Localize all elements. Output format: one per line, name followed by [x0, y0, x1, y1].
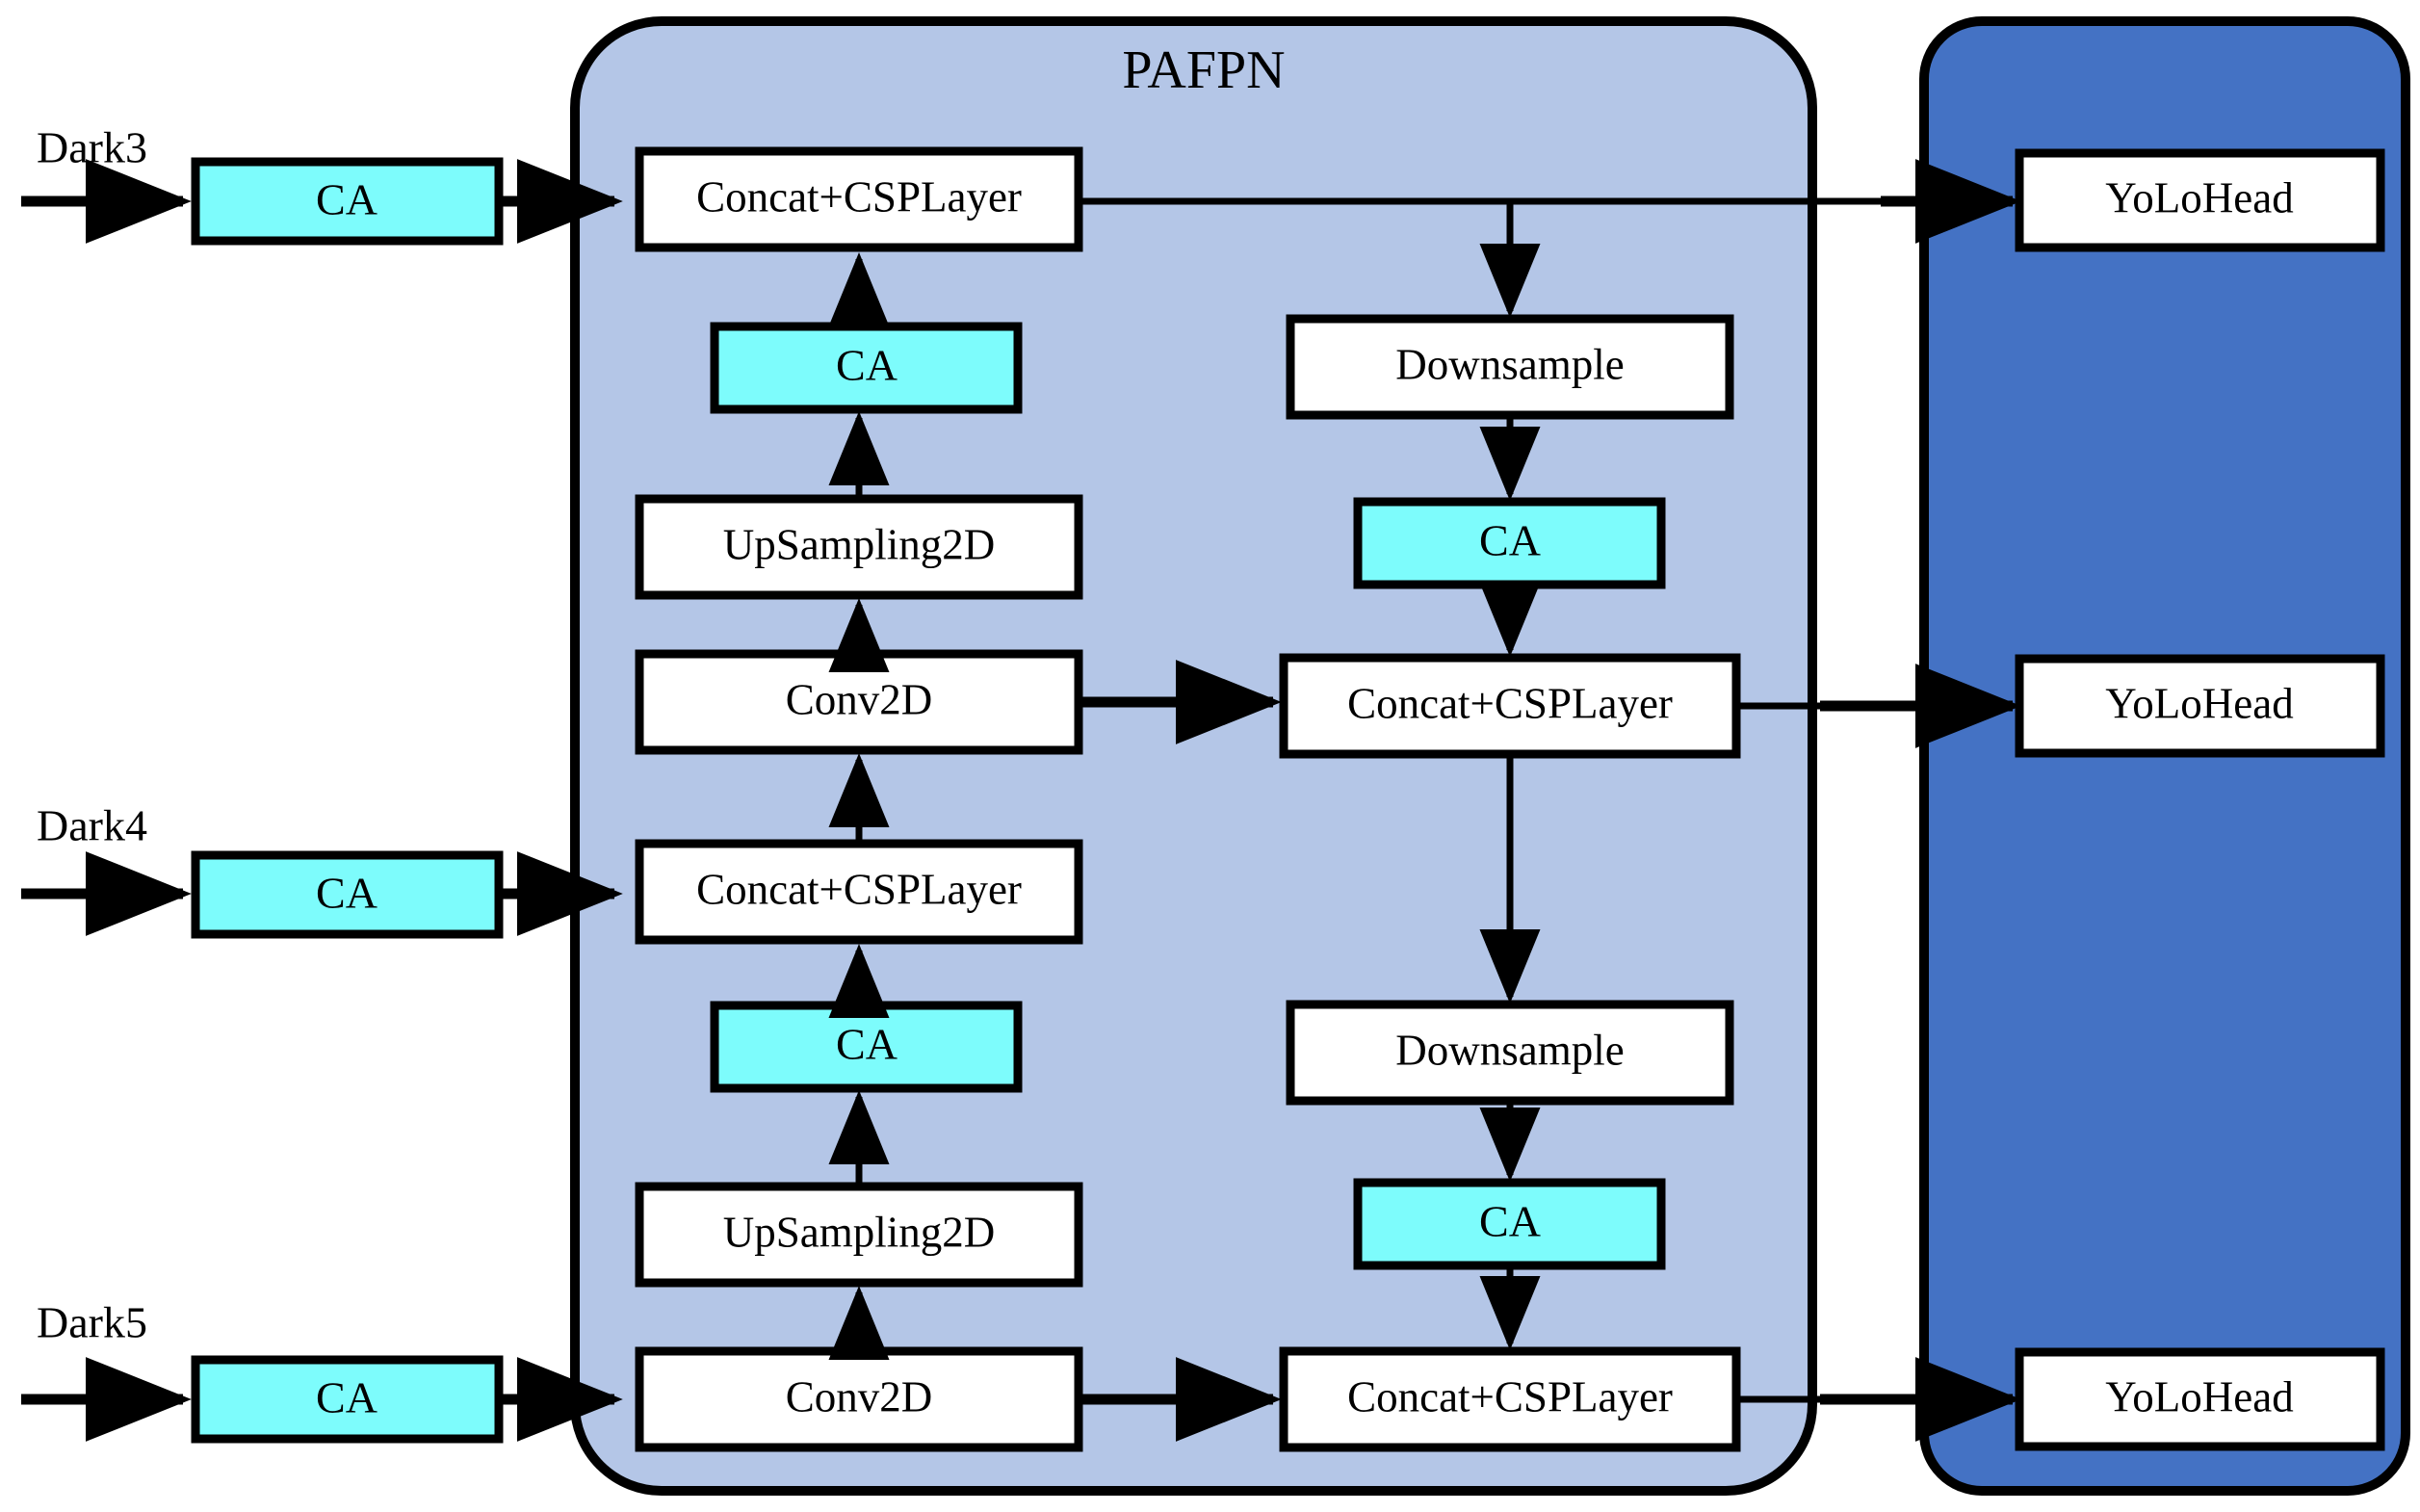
node-label-upsampling2d-lower: UpSampling2D	[723, 1208, 996, 1256]
node-label-conv2d-upper: Conv2D	[786, 675, 933, 723]
node-label-conv2d-lower: Conv2D	[786, 1372, 933, 1421]
node-ca-lower-right[interactable]: CA	[1353, 1178, 1666, 1270]
node-label-downsample-lower: Downsample	[1395, 1026, 1624, 1074]
input-ca-label-dark3: CA	[316, 175, 377, 224]
node-upsampling2d-upper[interactable]: UpSampling2D	[635, 494, 1083, 600]
node-ca-upper-left[interactable]: CA	[710, 322, 1023, 414]
node-label-ca-lower-right: CA	[1479, 1197, 1541, 1246]
node-concat-csplayer-right-upper[interactable]: Concat+CSPLayer	[1279, 653, 1741, 759]
node-concat-csplayer-top[interactable]: Concat+CSPLayer	[635, 146, 1083, 252]
node-downsample-upper[interactable]: Downsample	[1286, 314, 1734, 420]
input-ca-block-dark5[interactable]: CA	[191, 1355, 504, 1444]
node-label-ca-upper-right: CA	[1479, 516, 1541, 565]
node-concat-csplayer-middle[interactable]: Concat+CSPLayer	[635, 839, 1083, 945]
node-label-concat-csplayer-middle: Concat+CSPLayer	[696, 865, 1022, 913]
node-upsampling2d-lower[interactable]: UpSampling2D	[635, 1182, 1083, 1288]
node-conv2d-lower[interactable]: Conv2D	[635, 1346, 1083, 1452]
node-conv2d-upper[interactable]: Conv2D	[635, 649, 1083, 755]
node-label-concat-csplayer-right-lower: Concat+CSPLayer	[1347, 1372, 1673, 1421]
input-ca-label-dark5: CA	[316, 1373, 377, 1422]
node-concat-csplayer-right-lower[interactable]: Concat+CSPLayer	[1279, 1346, 1741, 1452]
node-label-yolohead-2: YoLoHead	[2105, 679, 2293, 727]
input-label-dark4: Dark4	[37, 801, 147, 850]
node-ca-lower-left[interactable]: CA	[710, 1001, 1023, 1093]
pafpn-panel-title: PAFPN	[1122, 40, 1285, 100]
input-ca-block-dark4[interactable]: CA	[191, 850, 504, 939]
node-yolohead-2[interactable]: YoLoHead	[2015, 654, 2385, 758]
node-label-yolohead-3: YoLoHead	[2105, 1372, 2293, 1421]
node-yolohead-1[interactable]: YoLoHead	[2015, 148, 2385, 252]
input-label-dark3: Dark3	[37, 123, 147, 172]
node-downsample-lower[interactable]: Downsample	[1286, 1000, 1734, 1106]
input-ca-block-dark3[interactable]: CA	[191, 157, 504, 246]
node-label-upsampling2d-upper: UpSampling2D	[723, 520, 996, 568]
node-label-concat-csplayer-top: Concat+CSPLayer	[696, 172, 1022, 221]
node-label-ca-upper-left: CA	[836, 341, 898, 390]
input-label-dark5: Dark5	[37, 1298, 147, 1347]
node-label-concat-csplayer-right-upper: Concat+CSPLayer	[1347, 679, 1673, 727]
node-label-downsample-upper: Downsample	[1395, 340, 1624, 388]
node-label-yolohead-1: YoLoHead	[2105, 173, 2293, 222]
node-yolohead-3[interactable]: YoLoHead	[2015, 1347, 2385, 1451]
node-ca-upper-right[interactable]: CA	[1353, 497, 1666, 589]
node-label-ca-lower-left: CA	[836, 1020, 898, 1069]
input-ca-label-dark4: CA	[316, 869, 377, 918]
